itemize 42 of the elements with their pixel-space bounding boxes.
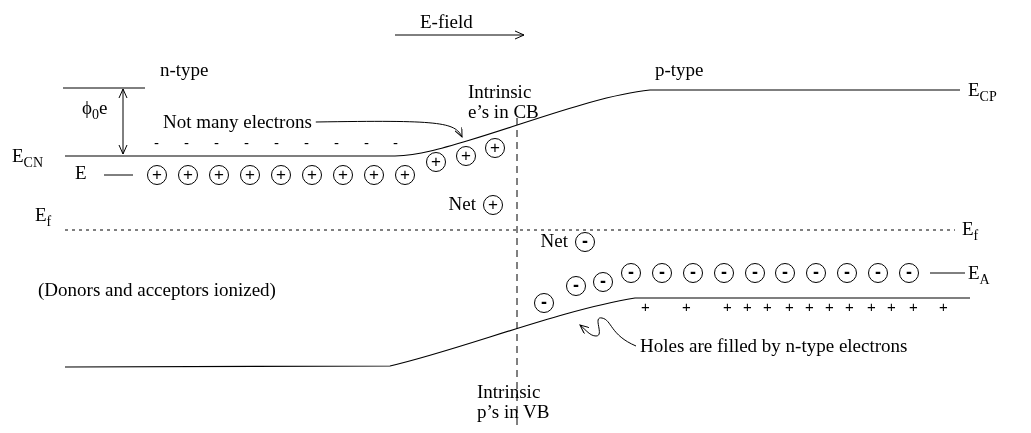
hole-mark: +: [825, 297, 834, 317]
electron-mark: -: [274, 133, 279, 153]
electron-mark: -: [304, 133, 309, 153]
leader-line: [315, 120, 463, 138]
annotation-text: Intrinsic e’s in CB: [468, 82, 540, 122]
energy-level-label: E$_{f}$: [35, 205, 52, 231]
hole-mark: +: [939, 297, 948, 317]
hole-mark: +: [723, 297, 732, 317]
energy-level-label: E$_{f}$: [962, 219, 979, 245]
charge-sign: -: [582, 231, 588, 251]
hole-mark: +: [641, 297, 650, 317]
hole-mark: +: [887, 297, 896, 317]
dimension-label: ϕ$_{0}$e: [82, 98, 108, 124]
region-label: n-type: [160, 60, 209, 80]
leader-line: [579, 317, 637, 347]
hole-mark: +: [785, 297, 794, 317]
hole-mark: +: [909, 297, 918, 317]
electron-mark: -: [154, 133, 159, 153]
hole-mark: +: [682, 297, 691, 317]
hole-mark: +: [763, 297, 772, 317]
hole-mark: +: [805, 297, 814, 317]
energy-level-label: E$_{CN}$: [12, 146, 44, 172]
electron-mark: -: [184, 133, 189, 153]
electron-mark: -: [393, 133, 398, 153]
net-charge-label: Net: [448, 194, 476, 214]
region-label: p-type: [655, 60, 704, 80]
charge-sign: +: [488, 195, 498, 214]
annotation-text: Intrinsic p’s in VB: [477, 382, 551, 422]
hole-mark: +: [867, 297, 876, 317]
electron-mark: -: [364, 133, 369, 153]
energy-level-label: E$_{CP}$: [968, 80, 997, 106]
energy-level-label: E: [75, 163, 87, 183]
energy-level-label: E$_{A}$: [968, 263, 990, 289]
electron-mark: -: [244, 133, 249, 153]
electron-mark: -: [214, 133, 219, 153]
hole-mark: +: [845, 297, 854, 317]
electron-mark: -: [334, 133, 339, 153]
net-charge-label: Net: [540, 231, 568, 251]
field-label: E-field: [420, 12, 473, 32]
annotation-text: (Donors and acceptors ionized): [38, 280, 276, 300]
annotation-text: Not many electrons: [163, 112, 312, 132]
hole-mark: +: [743, 297, 752, 317]
